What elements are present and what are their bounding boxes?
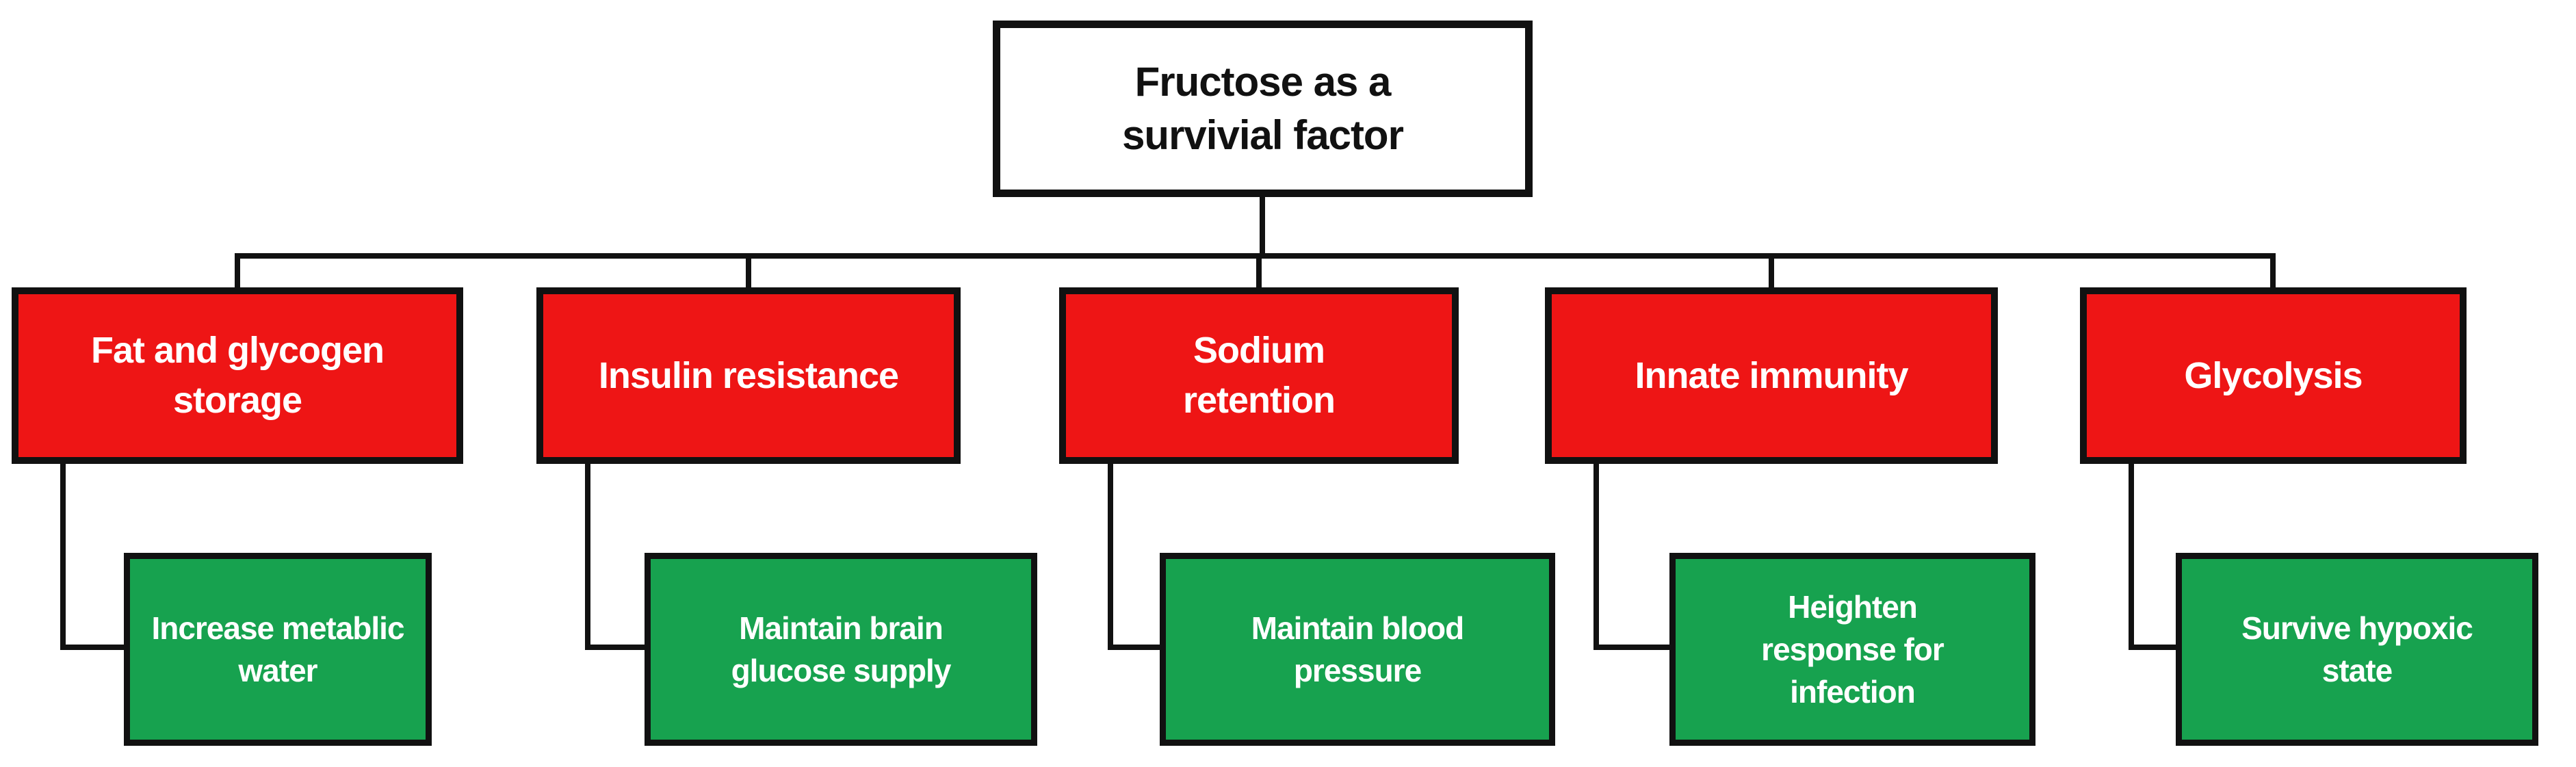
effect-node-blood-pressure: Maintain blood pressure — [1160, 553, 1555, 746]
cause-node-sodium-retention: Sodium retention — [1059, 287, 1459, 464]
connector-elbow-2 — [585, 461, 650, 650]
cause-node-insulin-resistance: Insulin resistance — [536, 287, 961, 464]
effect-node-label: Maintain blood pressure — [1251, 610, 1465, 688]
effect-node-label: Increase metablic water — [151, 610, 404, 688]
cause-node-label: Innate immunity — [1635, 354, 1908, 396]
effect-node-brain-glucose: Maintain brain glucose supply — [645, 553, 1037, 746]
root-node: Fructose as a survivial factor — [993, 21, 1533, 197]
connector-elbow-3 — [1108, 461, 1165, 650]
cause-node-label: Glycolysis — [2184, 354, 2363, 396]
effect-node-label: Heighten response for infection — [1761, 588, 1944, 710]
effect-node-label: Maintain brain glucose supply — [731, 610, 952, 688]
effect-node-label: Survive hypoxic state — [2241, 610, 2473, 688]
effect-node-hypoxic-state: Survive hypoxic state — [2176, 553, 2538, 746]
root-node-label: Fructose as a survivial factor — [1122, 59, 1404, 158]
cause-node-label: Fat and glycogen storage — [90, 330, 385, 421]
cause-node-label: Insulin resistance — [598, 354, 899, 396]
connector-elbow-1 — [60, 461, 130, 650]
effect-node-infection-response: Heighten response for infection — [1669, 553, 2035, 746]
cause-node-innate-immunity: Innate immunity — [1545, 287, 1998, 464]
connector-elbow-4 — [1593, 461, 1675, 650]
effect-node-metabolic-water: Increase metablic water — [124, 553, 432, 746]
cause-node-fat-glycogen-storage: Fat and glycogen storage — [12, 287, 463, 464]
cause-node-glycolysis: Glycolysis — [2080, 287, 2467, 464]
connector-elbow-5 — [2129, 461, 2181, 650]
cause-node-label: Sodium retention — [1182, 330, 1336, 421]
